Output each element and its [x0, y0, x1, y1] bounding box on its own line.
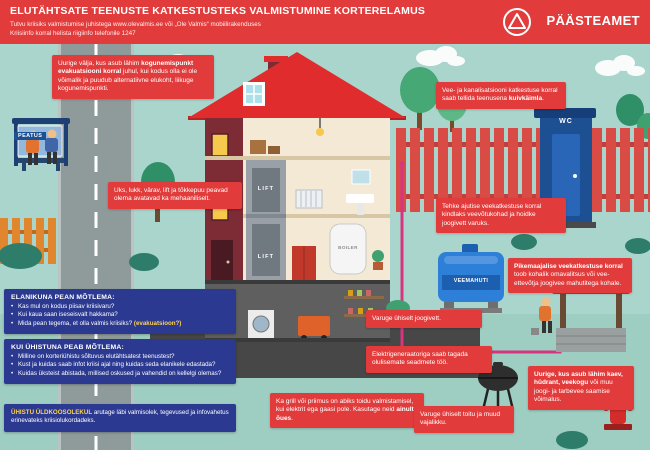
callout-long-outage: Pikemaajalise veekatkestuse korral toob …: [508, 258, 632, 294]
callout-text-bold: Pikemaajalise veekatkestuse korral: [514, 263, 623, 270]
callout-text: Varuge ühiselt toitu ja muud vajalikku.: [420, 411, 501, 427]
callout-text-bold: Uurige, kus asub lähim kaev, hüdrant, ve…: [534, 371, 623, 387]
callout-text: Varuge ühiselt joogivett.: [372, 315, 441, 322]
callout-text-bold: kogunemispunkt evakuatsiooni korral: [58, 60, 194, 76]
checklist-item: Kuidas üksteist abistada, millised oskus…: [11, 370, 229, 379]
callout-text: .: [291, 414, 293, 422]
boiler-label: BOILER: [338, 245, 358, 250]
panel-heading: KUI ÜHISTUNA PEAB MÕTLEMA:: [11, 344, 124, 351]
callout-text: Ka grill või priimus on abiks toidu valm…: [276, 398, 414, 414]
panel-heading: ELANIKUNA PEAN MÕTLEMA:: [11, 294, 115, 301]
header-subtitle-website: Tutvu kriisiks valmistumise juhistega ww…: [10, 21, 261, 28]
bus-stop-sign: PEATUS: [14, 132, 47, 140]
checklist: Milline on korteriühistu sõltuvus elutäh…: [11, 353, 229, 378]
page-title: ELUTÄHTSATE TEENUSTE KATKESTUSTEKS VALMI…: [10, 5, 426, 17]
lift-label-lower: LIFT: [257, 254, 275, 260]
assembly-text: ÜHISTU ÜLDKOOSOLEKUL arutage läbi valmis…: [11, 409, 229, 426]
checklist-item: Kui kaua saan iseseisvalt hakkama?: [11, 311, 229, 320]
illustration-scene: PEATUS LIFT LIFT BOILER WC VEEMAHUTI Uur…: [0, 44, 650, 450]
callout-meeting-point: Uurige välja, kus asub lähim kogunemispu…: [52, 55, 214, 99]
callout-manual-open: Uks, lukk, värav, lift ja tõkkepuu peava…: [108, 182, 242, 209]
callout-text: Uurige välja, kus asub lähim: [58, 60, 142, 67]
callout-store-water: Varuge ühiselt joogivett.: [366, 310, 482, 329]
panel-association-checklist: KUI ÜHISTUNA PEAB MÕTLEMA: Milline on ko…: [4, 339, 236, 385]
checklist-item: Kas mul on kodus piisav kriisivaru?: [11, 303, 229, 312]
callout-text: või muu joogi- ja tarbevee saamise võima…: [534, 379, 613, 404]
checklist-item-text: Mida pean tegema, et olla valmis kriisik…: [18, 319, 133, 327]
header-bar: ELUTÄHTSATE TEENUSTE KATKESTUSTEKS VALMI…: [0, 0, 650, 44]
assembly-lead: ÜHISTU ÜLDKOOSOLEKUL: [11, 409, 93, 416]
water-tank-label: VEEMAHUTI: [453, 278, 489, 284]
callout-generator: Elektrigeneraatoriga saab tagada olulise…: [366, 346, 492, 373]
callout-text: Vee- ja kanalisatsiooni katkestuse korra…: [442, 87, 558, 103]
panel-general-assembly: ÜHISTU ÜLDKOOSOLEKUL arutage läbi valmis…: [4, 404, 236, 432]
checklist-item-highlight: (evakuatsioon?): [133, 319, 182, 327]
callout-text: Uks, lukk, värav, lift ja tõkkepuu peava…: [114, 187, 228, 203]
callout-text: Tehke ajutise veekatkestuse korral kindl…: [442, 203, 542, 227]
wc-label: WC: [559, 118, 573, 125]
checklist-item: Kust ja kuidas saab infot kriisi ajal ni…: [11, 361, 229, 370]
callout-text: Elektrigeneraatoriga saab tagada olulise…: [372, 351, 468, 367]
bus-stop: [12, 118, 70, 171]
callout-text-bold: kuivkäimla: [508, 95, 543, 103]
lift-label-upper: LIFT: [257, 186, 275, 192]
callout-dry-toilet: Vee- ja kanalisatsiooni katkestuse korra…: [436, 82, 566, 109]
checklist-item: Mida pean tegema, et olla valmis kriisik…: [11, 319, 229, 329]
callout-text: .: [542, 95, 544, 103]
rescue-board-logo-icon: [503, 8, 531, 36]
callout-nearest-well: Uurige, kus asub lähim kaev, hüdrant, ve…: [528, 366, 634, 410]
callout-text-bold: ainult õues: [276, 406, 414, 422]
road: [58, 44, 134, 450]
header-subtitle-phone: Kriisiinfo korral helista riigiinfo tele…: [10, 30, 136, 37]
callout-text: toob kohalik omavalitsus või vee-ettevõt…: [514, 271, 622, 287]
callout-water-point: Tehke ajutise veekatkestuse korral kindl…: [436, 198, 566, 234]
checklist: Kas mul on kodus piisav kriisivaru? Kui …: [11, 303, 229, 328]
brand-name: PÄÄSTEAMET: [546, 13, 640, 28]
checklist-item: Milline on korteriühistu sõltuvus elutäh…: [11, 353, 229, 362]
callout-store-food: Varuge ühiselt toitu ja muud vajalikku.: [414, 406, 514, 433]
callout-text: juhul, kui kodus olla ei ole võimalik ja…: [58, 68, 198, 93]
callout-grill: Ka grill või priimus on abiks toidu valm…: [270, 393, 424, 429]
panel-resident-checklist: ELANIKUNA PEAN MÕTLEMA: Kas mul on kodus…: [4, 289, 236, 335]
bushes: [0, 234, 650, 449]
assembly-body: arutage läbi valmisolek, tegevused ja in…: [11, 409, 229, 425]
